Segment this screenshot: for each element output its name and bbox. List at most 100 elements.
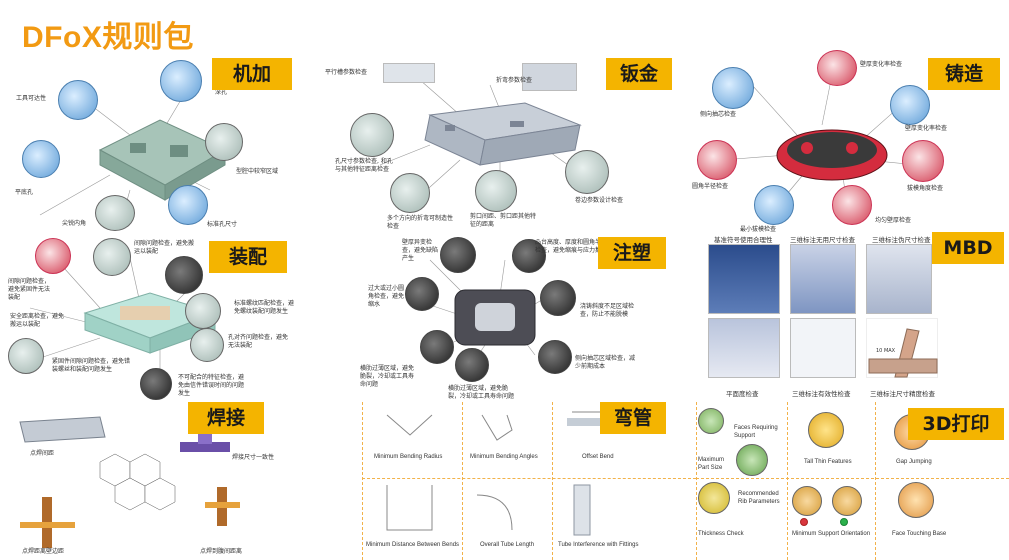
wall-change-label: 壁厚变化率检查 [860, 61, 903, 68]
uniform-wall-circle [832, 185, 872, 225]
machining-badge[interactable]: 机加 [212, 58, 292, 90]
mbd-cap-5: 三维标注有效性检查 [792, 390, 851, 398]
assembly-badge[interactable]: 装配 [209, 241, 287, 273]
narrow-region-circle [205, 123, 243, 161]
std-hole-circle [168, 185, 208, 225]
bending-badge[interactable]: 弯管 [600, 402, 666, 434]
tool-access-label: 工具可达性 [16, 95, 47, 102]
inj-circle-6 [538, 340, 572, 374]
inj-label-6: 横肋过薄区域，避免脆裂，冷却或工具寿命问题 [360, 365, 415, 388]
divider [362, 402, 363, 560]
min-support-label: Minimum Support Orientation [792, 531, 871, 537]
multi-bend-label: 多个方向的折弯可制造性检查 [387, 215, 454, 230]
assembly-circle-2 [93, 238, 131, 276]
reject-icon [800, 518, 808, 526]
mbd-cap-4: 平面度检查 [726, 390, 759, 398]
tool-access-circle [58, 80, 98, 120]
mbd-badge[interactable]: MBD [932, 232, 1004, 264]
flat-hole-circle [22, 140, 60, 178]
inj-label-5: 侧向抽芯区域检查，减少前期成本 [575, 355, 636, 370]
assembly-circle-6 [190, 328, 224, 362]
weld-label-2: 焊接尺寸一致性 [232, 454, 275, 461]
mbd-thumb-2 [790, 244, 856, 314]
bend-cap-3: Offset Bend [582, 454, 614, 460]
multi-bend-circle [390, 173, 430, 213]
casting-part [721, 74, 918, 206]
face-touch-label: Face Touching Base [892, 531, 947, 537]
side-core-label: 侧向抽芯检查 [700, 111, 737, 118]
draft-label: 拔模角度检查 [907, 185, 944, 192]
injection-panel: 注塑 壁厚异变检查，避免缺陷产生 凸台高度、厚度和圆角半径检查，避免缩痕与应力集… [360, 235, 690, 403]
assembly-label-4: 安全距离检查，避免搬运以装配 [10, 313, 65, 328]
hole-size-label: 孔尺寸参数检查, 和孔与其他特征距离检查 [335, 158, 393, 173]
assembly-panel: 装配 间隙问题检查，避免紧固件无法装配 间隙问题检查，避免搬运以装配 标准螺纹匹… [0, 238, 300, 403]
parallel-label: 平行槽参数检查 [325, 69, 368, 76]
printing-badge[interactable]: 3D打印 [908, 408, 1004, 440]
side-core-circle [712, 67, 754, 109]
inj-label-4: 浇铸斜度不足区域检查，防止不能脱模 [580, 303, 635, 318]
inj-label-7: 横肋过薄区域，避免脆裂，冷却或工具寿命问题 [448, 385, 515, 400]
gap-label: Gap Jumping [896, 459, 932, 465]
assembly-circle-7 [140, 368, 172, 400]
bend-cap-1: Minimum Bending Radius [374, 454, 443, 460]
bend-cap-2: Minimum Bending Angles [470, 454, 538, 460]
assembly-label-7: 不可配合的特征检查，避免由信件错误时间的问题发生 [178, 374, 245, 397]
inj-circle-7 [455, 348, 489, 382]
inj-circle-3 [405, 277, 439, 311]
wall-change2-label: 壁厚变化率检查 [905, 125, 948, 132]
sheetmetal-panel: 钣金 平行槽参数检查 折弯参数检查 孔尺寸参数检查, 和孔与其他特征距离检查 多… [310, 55, 680, 235]
faces-support-label: Faces Requiring Support [734, 425, 778, 439]
narrow-region-label: 型腔中较窄区域 [236, 168, 279, 175]
weld-label-3: 点焊距离壁边距 [22, 548, 65, 555]
machining-panel: 机加 工具可达性 深孔 型腔中较窄区域 平底孔 尖锐内角 标准孔尺寸 [0, 55, 300, 235]
assembly-circle-3 [165, 256, 203, 294]
mbd-thumb-1 [708, 244, 780, 314]
tall-thin-circle [808, 412, 844, 448]
injection-part [414, 259, 551, 376]
thickness-label: Thickness Check [698, 531, 744, 537]
hole-size-circle [350, 113, 394, 157]
mbd-weld-icon [868, 328, 938, 378]
mbd-thumb-5 [790, 318, 856, 378]
deep-hole-label: 深孔 [215, 89, 228, 96]
divider [462, 402, 463, 560]
injection-badge[interactable]: 注塑 [598, 237, 666, 269]
sharp-corner-circle [95, 195, 135, 231]
sheetmetal-badge[interactable]: 钣金 [606, 58, 672, 90]
printing-panel: 3D打印 Faces Requiring Support Maximum Par… [696, 400, 1009, 560]
assembly-circle-1 [35, 238, 71, 274]
flat-hole-label: 平底孔 [15, 189, 34, 196]
page-title: DFoX规则包 [22, 21, 194, 54]
bending-diagrams [386, 411, 632, 536]
divider [696, 402, 697, 560]
ribs-label: Recommended Rib Parameters [738, 491, 780, 505]
mbd-thumb-4 [708, 318, 780, 378]
mbd-thumb-3 [866, 244, 932, 314]
divider [787, 402, 788, 560]
mbd-dim-label: 10 MAX [876, 348, 896, 354]
inj-label-3: 过大或过小圆角检查，避免缩水 [368, 285, 405, 308]
bend-cap-6: Tube Interference with Fittings [558, 542, 639, 548]
face-touch-circle [898, 482, 934, 518]
support-circle-2 [832, 486, 862, 516]
hem-circle [565, 150, 609, 194]
bend-cap-4: Minimum Distance Between Bends [366, 542, 460, 548]
mbd-cap-1: 基准符号使用合理性 [714, 236, 773, 244]
assembly-circle-5 [8, 338, 44, 374]
casting-badge[interactable]: 铸造 [928, 58, 1000, 90]
welding-panel: 焊接 点焊间距 焊接尺寸一致性 点焊距离壁边距 点焊到腹间距离 [0, 402, 300, 560]
wall-change2-circle [890, 85, 930, 125]
cut-gap-label: 剪口间距、剪口距其他特征的距离 [470, 213, 537, 228]
welding-badge[interactable]: 焊接 [188, 402, 264, 434]
bend-param-thumb [522, 63, 577, 91]
bending-panel: 弯管 Minimum Bending Radius Minimum Bendin… [362, 400, 696, 560]
draft-circle [902, 140, 944, 182]
inj-circle-5 [420, 330, 454, 364]
assembly-label-2: 间隙问题检查，避免搬运以装配 [134, 240, 195, 255]
divider [875, 402, 876, 560]
assembly-label-5: 孔对齐问题检查，避免无法装配 [228, 334, 289, 349]
bend-param-label: 折弯参数检查 [496, 77, 533, 84]
divider [552, 402, 553, 560]
assembly-label-1: 间隙问题检查，避免紧固件无法装配 [8, 278, 51, 301]
ribs-circle [698, 482, 730, 514]
